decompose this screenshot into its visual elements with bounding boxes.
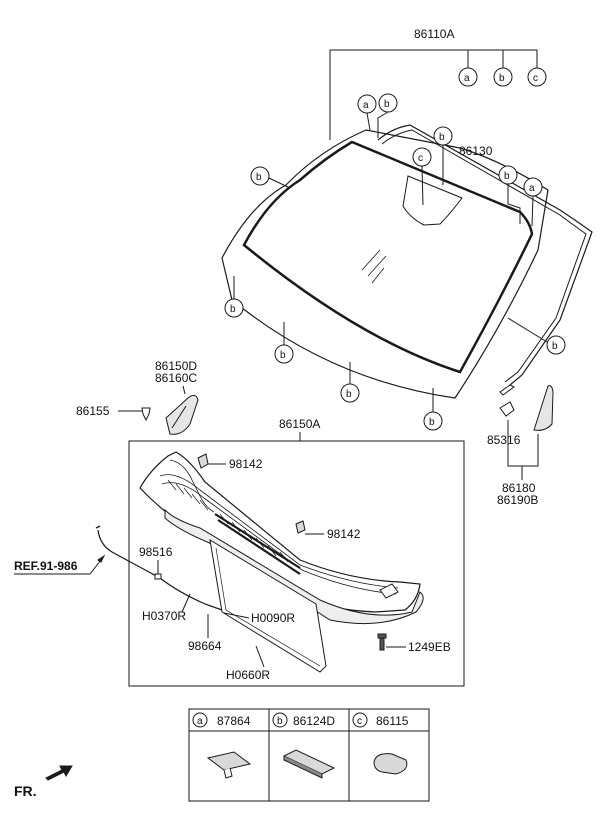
clip-85316 — [499, 401, 515, 417]
callout-b-bottom-1: b — [274, 344, 294, 364]
legend-cell-a: a 87864 — [192, 712, 251, 728]
svg-text:b: b — [504, 171, 510, 182]
label-98664: 98664 — [188, 639, 222, 653]
seal-panel-h0660r — [209, 539, 327, 673]
svg-text:b: b — [552, 341, 558, 352]
legend-cell-b: b 86124D — [272, 712, 335, 728]
svg-text:b: b — [439, 132, 445, 143]
part-86124d-strip-icon — [282, 749, 336, 779]
legend-part-b: 86124D — [293, 714, 335, 728]
svg-text:b: b — [256, 172, 262, 183]
callout-b-left-top: b — [250, 166, 270, 186]
legend-table: a 87864 b 86124D c 86115 — [188, 708, 430, 802]
cowl-assembly-box — [128, 440, 465, 687]
front-label: FR. — [14, 783, 37, 799]
assembly-bracket — [329, 49, 538, 140]
callout-b-bottom-2: b — [340, 383, 360, 403]
callout-b-top: b — [493, 67, 513, 87]
label-1249eb: 1249EB — [408, 640, 451, 654]
hose-clip — [154, 573, 162, 580]
fastener-clip-86155 — [141, 407, 151, 422]
svg-text:b: b — [346, 389, 352, 400]
label-86155: 86155 — [76, 404, 110, 418]
label-98142-top: 98142 — [229, 457, 263, 471]
label-86180: 86180 — [502, 481, 536, 495]
label-86110a: 86110A — [414, 27, 454, 41]
part-86115-pad-icon — [373, 753, 408, 775]
label-86150d: 86150D — [155, 359, 197, 373]
svg-text:c: c — [357, 716, 362, 727]
svg-text:a: a — [363, 100, 369, 111]
cowl-lower-panel — [164, 508, 424, 625]
callout-a-glass-top: a — [357, 94, 377, 114]
side-cover-right — [533, 385, 554, 431]
label-h0370r: H0370R — [142, 609, 186, 623]
label-86130: 86130 — [459, 144, 493, 158]
callout-b-left-side: b — [224, 298, 244, 318]
top-molding — [377, 124, 593, 396]
legend-part-c: 86115 — [376, 714, 409, 728]
svg-text:c: c — [533, 73, 538, 84]
svg-text:b: b — [277, 716, 283, 727]
callout-c-mirror: c — [412, 147, 432, 167]
svg-text:b: b — [499, 73, 505, 84]
label-98516: 98516 — [139, 545, 173, 559]
label-86150a: 86150A — [279, 417, 320, 431]
svg-text:a: a — [529, 183, 535, 194]
callout-b-bottom-3: b — [423, 411, 443, 431]
windshield-glass — [221, 129, 549, 399]
front-arrow-icon — [45, 765, 73, 781]
callout-b-molding: b — [433, 126, 453, 146]
callout-b-right-molding: b — [546, 335, 566, 355]
svg-text:b: b — [230, 304, 236, 315]
label-86190b: 86190B — [497, 493, 538, 507]
label-h0090r: H0090R — [251, 611, 295, 625]
svg-text:c: c — [418, 153, 423, 164]
callout-a-right: a — [523, 177, 543, 197]
callout-a-top: a — [458, 67, 478, 87]
callout-c-top: c — [527, 67, 547, 87]
callout-b-glass-top: b — [378, 93, 398, 113]
svg-text:b: b — [280, 350, 286, 361]
label-98142-mid: 98142 — [327, 527, 361, 541]
legend-cell-c: c 86115 — [352, 712, 409, 728]
grommet-mid — [295, 520, 306, 534]
label-86160c: 86160C — [155, 371, 197, 385]
callout-b-right-upper: b — [498, 165, 518, 185]
grommet-top — [197, 453, 209, 469]
svg-text:a: a — [197, 716, 203, 727]
label-h0660r: H0660R — [226, 668, 270, 682]
svg-text:b: b — [429, 417, 435, 428]
screw-1249eb — [377, 633, 387, 651]
svg-text:a: a — [464, 73, 470, 84]
ref-label[interactable]: REF.91-986 — [14, 559, 78, 573]
part-87864-clip-icon — [206, 751, 252, 779]
svg-text:b: b — [384, 99, 390, 110]
callouts: a b c a b b c b a b b b b b b — [224, 67, 566, 431]
side-bracket-left — [165, 394, 199, 435]
legend-part-a: 87864 — [217, 714, 251, 728]
label-85316: 85316 — [487, 433, 521, 447]
